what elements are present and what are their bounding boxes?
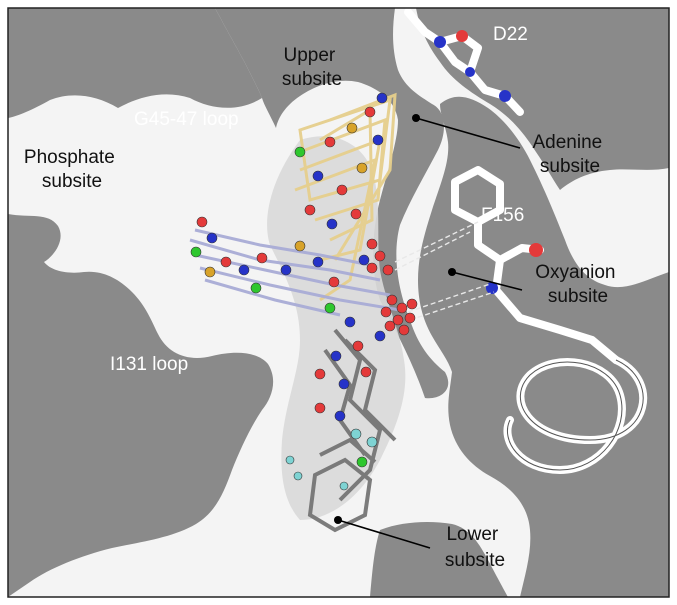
label-d22: D22 [493,24,528,45]
label-f156: F156 [481,205,524,226]
label-lower-subsite: Lower subsite [445,524,505,571]
pocket-shading [267,136,406,520]
label-oxyanion-subsite: Oxyanion subsite [535,262,621,307]
residue-outline [507,359,644,471]
label-upper-subsite: Upper subsite [282,45,342,90]
label-phosphate-subsite: Phosphate subsite [24,147,120,192]
figure-frame [7,7,670,598]
residue-atoms [434,30,543,294]
label-g45-47-loop: G45-47 loop [134,109,239,130]
label-i131-loop: I131 loop [110,354,188,375]
label-adenine-subsite: Adenine subsite [532,132,607,177]
ligand-ensemble-upper [294,92,397,302]
ligand-atoms [190,92,418,491]
hydrogen-bonds [394,221,495,321]
ligand-ensemble-left [189,228,401,317]
leader-lines [334,114,523,549]
